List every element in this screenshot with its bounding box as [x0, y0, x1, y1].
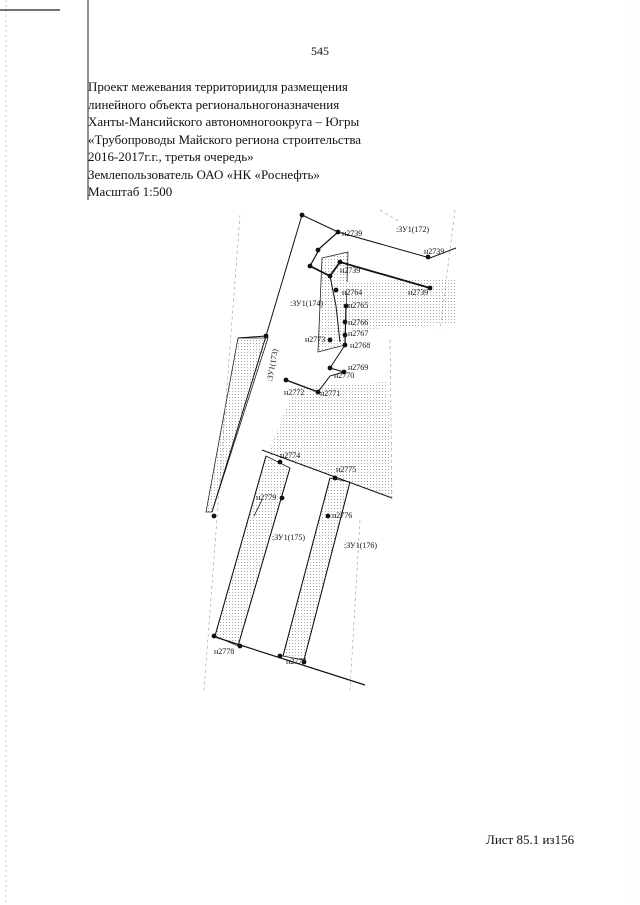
faint-lines [203, 209, 456, 691]
point-label: н2739 [342, 229, 362, 238]
point-label: н2778 [214, 647, 234, 656]
point-label: н2739 [424, 247, 444, 256]
header-line: 2016-2017г.г., третья очередь» [88, 149, 254, 164]
point-label: н2739 [340, 266, 360, 275]
point-label: н2776 [332, 511, 352, 520]
point-label: н2769 [348, 363, 368, 372]
zone-label: :ЗУ1(173) [265, 348, 280, 382]
point-label: н2773 [305, 335, 325, 344]
header-line: линейного объекта региональногоназначени… [88, 96, 340, 112]
point-label: н2768 [350, 341, 370, 350]
page-number: 545 [311, 44, 329, 58]
point-label: н2771 [320, 389, 340, 398]
zone-label: :ЗУ1(172) [396, 225, 429, 234]
parcel-east-strip [346, 278, 456, 330]
point-label: н2766 [348, 318, 368, 327]
header-line: Масштаб 1:500 [88, 184, 173, 199]
zone-label: :ЗУ1(174) [290, 299, 323, 308]
point-label: н2765 [348, 301, 368, 310]
point-label: н2779 [256, 493, 276, 502]
survey-points [211, 212, 433, 665]
point-label: н2775 [336, 465, 356, 474]
zone-label: :ЗУ1(176) [344, 541, 377, 550]
point-label: н2739 [408, 288, 428, 297]
header-line: «Трубопроводы Майского региона строитель… [88, 131, 362, 147]
parcel-zu1-176 [282, 477, 351, 661]
point-label: н2770 [334, 371, 354, 380]
point-label: н2767 [348, 329, 368, 338]
header-line: Ханты-Мансийского автономногоокруга – Юг… [88, 114, 360, 129]
header-line: Проект межевания территориидля размещени… [88, 79, 348, 94]
sheet-number: Лист 85.1 из156 [486, 832, 575, 847]
point-label: н2772 [284, 388, 304, 397]
document-header: Проект межевания территориидля размещени… [88, 78, 361, 201]
zone-label: :ЗУ1(175) [272, 533, 305, 542]
parcel-central [268, 382, 392, 498]
point-label: н2774 [280, 451, 300, 460]
header-line: Землепользователь ОАО «НК «Роснефть» [88, 166, 320, 182]
parcel-zu1-175 [214, 455, 291, 647]
point-label: н2764 [342, 288, 362, 297]
point-label: н2777 [286, 657, 306, 666]
